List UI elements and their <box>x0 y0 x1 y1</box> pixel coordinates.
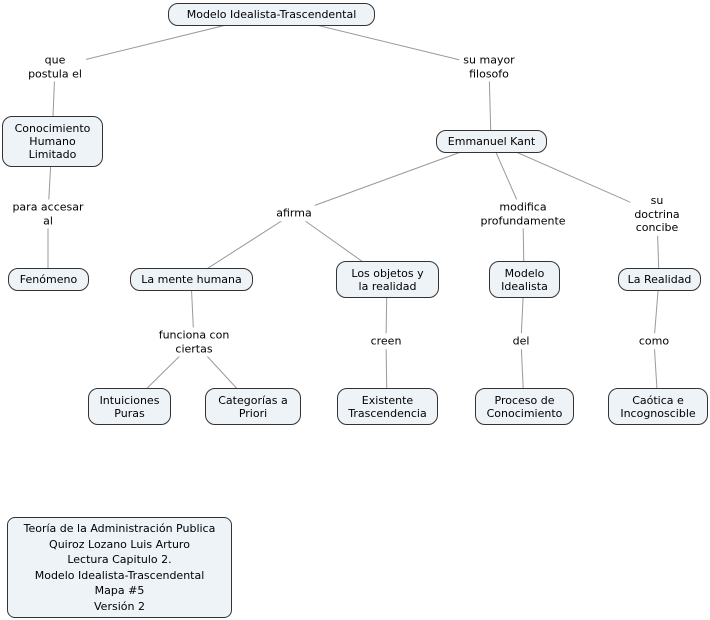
node-la-realidad[interactable]: La Realidad <box>618 268 701 291</box>
info-line-map: Mapa #5 <box>94 584 145 597</box>
node-la-mente-humana[interactable]: La mente humana <box>130 268 253 291</box>
node-intuiciones-puras[interactable]: Intuiciones Puras <box>88 388 171 425</box>
node-proceso-de-conocimiento[interactable]: Proceso de Conocimiento <box>475 388 574 425</box>
info-box[interactable]: Teoría de la Administración Publica Quir… <box>7 517 232 618</box>
link-modifica-profundamente[interactable]: modifica profundamente <box>476 199 570 229</box>
node-categorias-a-priori[interactable]: Categorías a Priori <box>205 388 301 425</box>
node-los-objetos-y-la-realidad[interactable]: Los objetos y la realidad <box>336 261 439 298</box>
link-creen[interactable]: creen <box>366 333 406 349</box>
info-line-version: Versión 2 <box>94 599 145 613</box>
link-como[interactable]: como <box>634 333 674 349</box>
info-line-title: Teoría de la Administración Publica <box>23 522 216 535</box>
link-del[interactable]: del <box>508 333 534 349</box>
node-caotica-e-incognoscible[interactable]: Caótica e Incognoscible <box>608 388 708 425</box>
link-que-postula-el[interactable]: que postula el <box>24 52 86 82</box>
info-line-model: Modelo Idealista-Trascendental <box>34 568 205 582</box>
node-fenomeno[interactable]: Fenómeno <box>8 268 89 291</box>
info-line-lecture: Lectura Capitulo 2. <box>67 553 172 566</box>
link-para-accesar-al[interactable]: para accesar al <box>8 199 88 229</box>
link-su-doctrina-concibe[interactable]: su doctrina concibe <box>630 192 684 236</box>
link-su-mayor-filosofo[interactable]: su mayor filosofo <box>459 52 519 82</box>
node-conocimiento-humano-limitado[interactable]: Conocimiento Humano Limitado <box>2 116 103 167</box>
link-afirma[interactable]: afirma <box>272 205 316 221</box>
link-funciona-con-ciertas[interactable]: funciona con ciertas <box>154 327 234 357</box>
node-existente-trascendencia[interactable]: Existente Trascendencia <box>337 388 438 425</box>
node-modelo-idealista[interactable]: Modelo Idealista <box>489 261 560 298</box>
node-emmanuel-kant[interactable]: Emmanuel Kant <box>436 130 547 153</box>
node-modelo-idealista-trascendental[interactable]: Modelo Idealista-Trascendental <box>168 3 375 26</box>
info-line-author: Quiroz Lozano Luis Arturo <box>49 537 190 551</box>
